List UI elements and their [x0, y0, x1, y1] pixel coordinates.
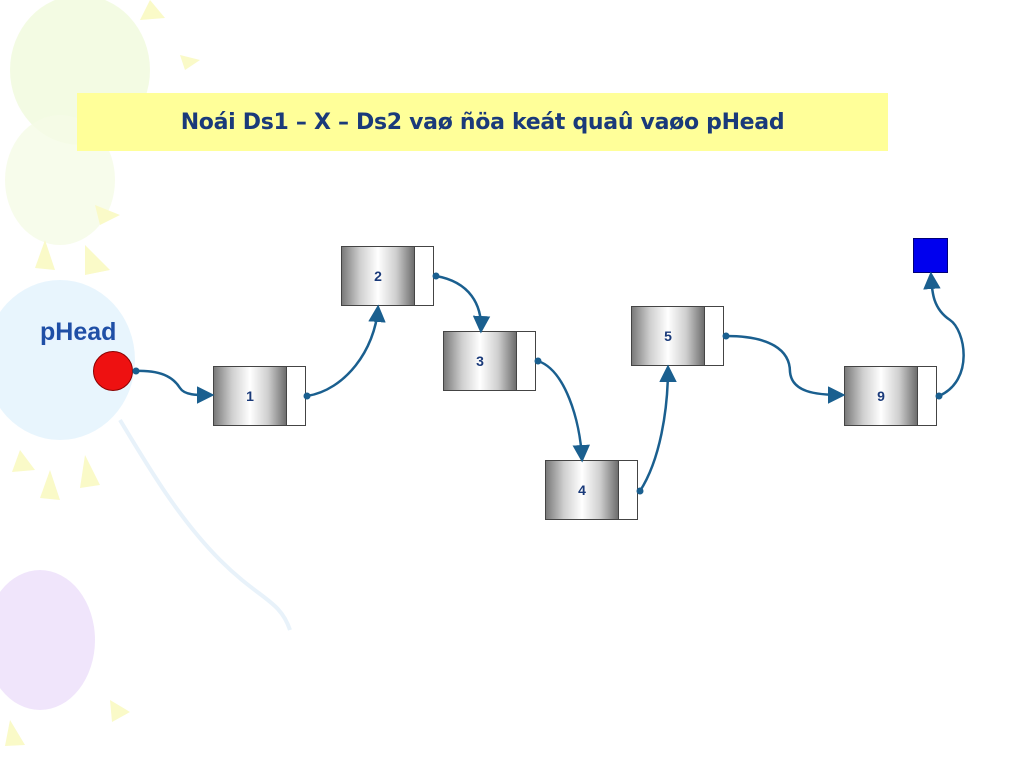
node-link-field [918, 367, 936, 425]
list-node-4: 4 [545, 460, 638, 520]
node-link-field [287, 367, 305, 425]
list-node-9: 9 [844, 366, 937, 426]
null-terminator-box [913, 238, 948, 273]
list-node-3: 3 [443, 331, 536, 391]
phead-label: pHead [40, 318, 116, 347]
slide-title: Noái Ds1 – X – Ds2 vaø ñöa keát quaû vaø… [181, 110, 785, 135]
node-link-field [705, 307, 723, 365]
node-value: 3 [444, 332, 517, 390]
node-link-field [517, 332, 535, 390]
node-value: 9 [845, 367, 918, 425]
node-link-field [619, 461, 637, 519]
list-node-5: 5 [631, 306, 724, 366]
node-value: 2 [342, 247, 415, 305]
title-banner: Noái Ds1 – X – Ds2 vaø ñöa keát quaû vaø… [77, 93, 888, 151]
node-value: 5 [632, 307, 705, 365]
node-value: 4 [546, 461, 619, 519]
phead-pointer-dot [93, 351, 133, 391]
list-node-2: 2 [341, 246, 434, 306]
list-node-1: 1 [213, 366, 306, 426]
node-link-field [415, 247, 433, 305]
node-value: 1 [214, 367, 287, 425]
